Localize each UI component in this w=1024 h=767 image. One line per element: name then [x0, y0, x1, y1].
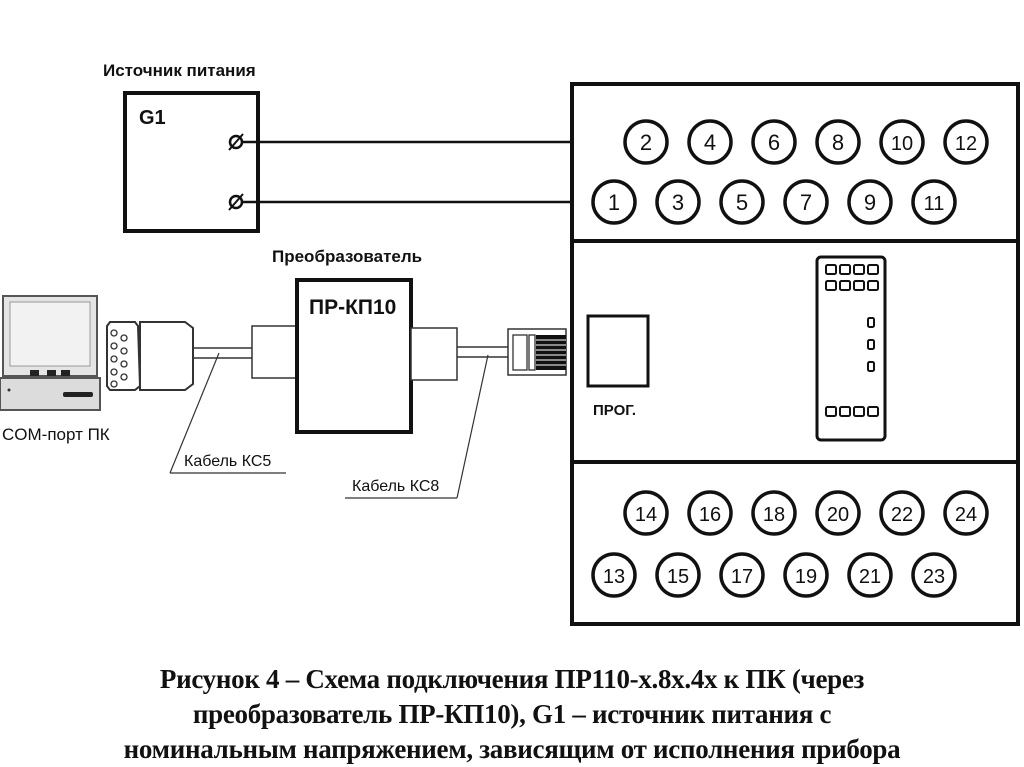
- terminal-number: 2: [640, 130, 652, 155]
- terminal-12: 12: [943, 119, 989, 165]
- indicator-led: [853, 280, 865, 291]
- terminal-number: 1: [608, 190, 620, 215]
- indicator-led: [839, 264, 851, 275]
- cable-kc5: [193, 325, 298, 379]
- terminal-number: 14: [635, 504, 657, 526]
- indicator-led: [825, 264, 837, 275]
- caption-line-2: преобразователь ПР-КП10), G1 – источник …: [192, 699, 832, 729]
- panel-key: [839, 406, 851, 417]
- terminal-6: 6: [751, 119, 797, 165]
- terminal-21: 21: [847, 552, 893, 598]
- terminal-22: 22: [879, 490, 925, 536]
- terminal-number: 18: [763, 504, 785, 526]
- terminal-8: 8: [815, 119, 861, 165]
- terminal-number: 5: [736, 190, 748, 215]
- terminal-number: 8: [832, 130, 844, 155]
- terminal-number: 3: [672, 190, 684, 215]
- terminal-15: 15: [655, 552, 701, 598]
- terminal-11: 11: [911, 179, 957, 225]
- cable-kc8-leader-line: [456, 354, 489, 499]
- terminal-3: 3: [655, 179, 701, 225]
- prog-port: [586, 314, 650, 388]
- terminal-number: 4: [704, 130, 716, 155]
- terminal-9: 9: [847, 179, 893, 225]
- terminal-number: 16: [699, 504, 721, 526]
- caption-line-1: Рисунок 4 – Схема подключения ПР110-х.8х…: [159, 664, 865, 694]
- terminal-number: 7: [800, 190, 812, 215]
- indicator-led: [825, 280, 837, 291]
- terminal-number: 21: [859, 566, 881, 588]
- cable-kc5-label: Кабель КС5: [184, 453, 271, 470]
- pc-com-port-label: COM-порт ПК: [2, 425, 110, 444]
- indicator-led: [853, 264, 865, 275]
- terminal-number: 13: [603, 566, 625, 588]
- status-led: [867, 339, 875, 350]
- indicator-led: [867, 280, 879, 291]
- panel-key: [867, 406, 879, 417]
- terminal-number: 11: [924, 193, 945, 215]
- terminal-4: 4: [687, 119, 733, 165]
- panel-key: [853, 406, 865, 417]
- rj-connector-icon: [507, 328, 567, 376]
- terminal-19: 19: [783, 552, 829, 598]
- indicator-led: [867, 264, 879, 275]
- terminal-number: 20: [827, 504, 849, 526]
- cable-kc8: [410, 327, 508, 381]
- terminal-number: 19: [795, 566, 817, 588]
- terminal-number: 17: [731, 566, 753, 588]
- status-led: [867, 317, 875, 328]
- terminal-clamp-icon: [228, 193, 244, 211]
- db9-connector-icon: [106, 321, 194, 391]
- terminal-16: 16: [687, 490, 733, 536]
- caption-line-3: номинальным напряжением, зависящим от ис…: [123, 734, 901, 764]
- terminal-number: 9: [864, 190, 876, 215]
- terminal-7: 7: [783, 179, 829, 225]
- terminal-number: 6: [768, 130, 780, 155]
- terminal-23: 23: [911, 552, 957, 598]
- power-source-designator: G1: [139, 107, 166, 129]
- prog-port-label: ПРОГ.: [593, 402, 636, 419]
- panel-key: [825, 406, 837, 417]
- connection-diagram: Источник питания G1 COM-порт ПК: [0, 61, 1020, 626]
- terminal-14: 14: [623, 490, 669, 536]
- status-led: [867, 361, 875, 372]
- terminal-number: 10: [891, 133, 913, 155]
- terminal-13: 13: [591, 552, 637, 598]
- terminal-18: 18: [751, 490, 797, 536]
- terminal-2: 2: [623, 119, 669, 165]
- cable-kc5-leader-line: [169, 352, 220, 474]
- figure-caption: Рисунок 4 – Схема подключения ПР110-х.8х…: [0, 662, 1024, 767]
- terminal-number: 24: [955, 504, 977, 526]
- terminal-17: 17: [719, 552, 765, 598]
- pc-computer-icon: [0, 295, 101, 411]
- terminal-5: 5: [719, 179, 765, 225]
- terminal-10: 10: [879, 119, 925, 165]
- terminal-24: 24: [943, 490, 989, 536]
- cable-kc8-label: Кабель КС8: [352, 478, 439, 495]
- terminal-20: 20: [815, 490, 861, 536]
- converter-model: ПР-КП10: [309, 296, 396, 319]
- power-source-title: Источник питания: [103, 61, 256, 80]
- front-panel: [815, 255, 887, 442]
- terminal-1: 1: [591, 179, 637, 225]
- terminal-number: 23: [923, 566, 945, 588]
- indicator-led: [839, 280, 851, 291]
- power-source-box: [123, 91, 260, 233]
- terminal-number: 15: [667, 566, 689, 588]
- converter-title: Преобразователь: [272, 247, 422, 266]
- terminal-number: 22: [891, 504, 913, 526]
- terminal-number: 12: [955, 133, 977, 155]
